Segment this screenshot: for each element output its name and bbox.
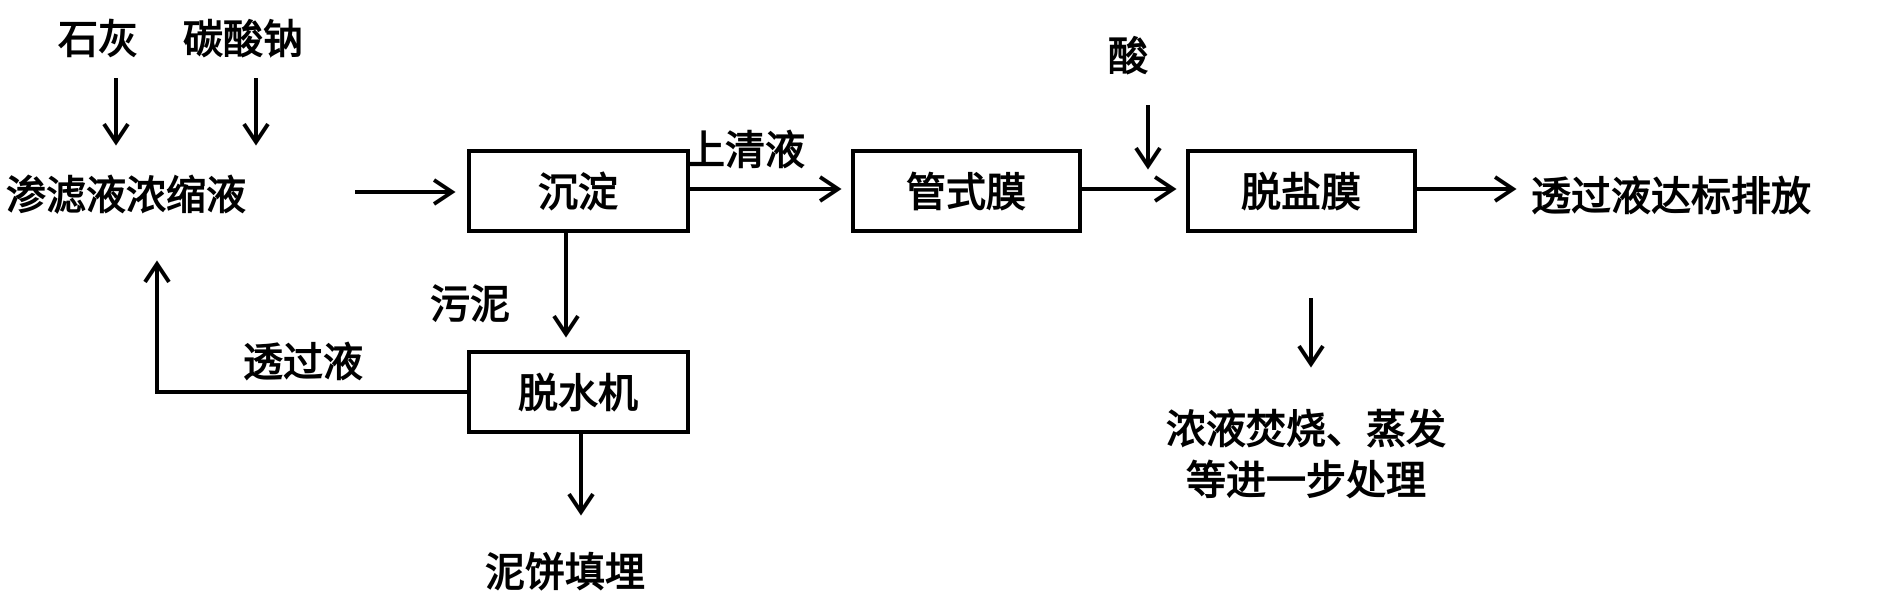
acid-arrow	[1134, 105, 1162, 170]
desalination-membrane-label: 脱盐膜	[1241, 170, 1361, 216]
leachate-to-sedimentation-arrow	[355, 178, 456, 206]
supernatant-label: 上清液	[685, 128, 805, 174]
leachate-concentrate-label: 渗滤液浓缩液	[6, 173, 246, 219]
tubular-membrane-box: 管式膜	[851, 149, 1082, 233]
sedimentation-to-dewatering-arrow	[552, 231, 580, 338]
tubular-membrane-label: 管式膜	[906, 170, 1026, 216]
input-sodium-carbonate-label: 碳酸钠	[183, 17, 303, 63]
permeate-return-label: 透过液	[243, 340, 363, 386]
input-acid-label: 酸	[1108, 34, 1149, 80]
dewatering-machine-label: 脱水机	[518, 371, 638, 417]
concentrate-treatment-label-line1: 浓液焚烧、蒸发	[1166, 407, 1446, 453]
desalination-to-discharge-arrow	[1415, 175, 1517, 203]
tubular-to-desalination-arrow	[1080, 175, 1177, 203]
sedimentation-to-tubular-arrow	[688, 175, 842, 203]
sedimentation-box: 沉淀	[467, 149, 690, 233]
dewatering-to-landfill-arrow	[567, 432, 595, 516]
sodium-carbonate-arrow	[242, 78, 270, 146]
concentrate-treatment-label-line2: 等进一步处理	[1186, 458, 1426, 504]
permeate-return-arrow	[143, 260, 469, 394]
sludge-cake-landfill-label: 泥饼填埋	[485, 550, 645, 596]
dewatering-machine-box: 脱水机	[467, 350, 690, 434]
sedimentation-label: 沉淀	[538, 170, 618, 216]
desalination-membrane-box: 脱盐膜	[1186, 149, 1417, 233]
sludge-label: 污泥	[430, 282, 510, 328]
desalination-to-concentrate-arrow	[1297, 298, 1325, 368]
permeate-discharge-label: 透过液达标排放	[1531, 174, 1811, 220]
input-lime-label: 石灰	[58, 17, 138, 63]
lime-arrow	[102, 78, 130, 146]
